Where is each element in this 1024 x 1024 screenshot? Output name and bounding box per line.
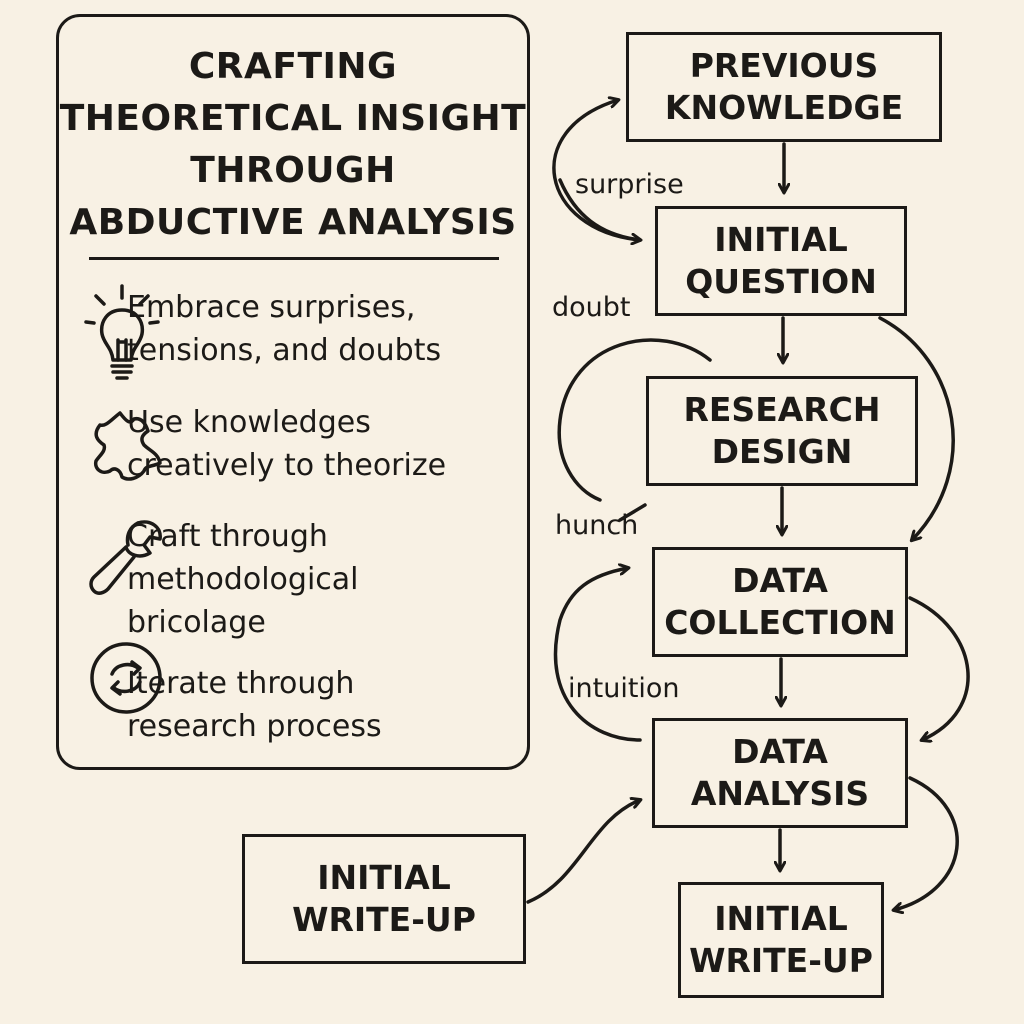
side-box-label: INITIAL: [317, 858, 451, 897]
principle-text: methodological: [127, 562, 359, 597]
step-label: KNOWLEDGE: [664, 88, 904, 127]
principle-text: Craft through: [127, 519, 328, 554]
step-label: INITIAL: [714, 899, 848, 938]
principles-panel: CRAFTING THEORETICAL INSIGHT THROUGH ABD…: [56, 14, 530, 770]
cue-intuition: intuition: [568, 673, 680, 704]
wrench-icon: [89, 520, 162, 595]
cue-surprise: surprise: [575, 169, 684, 200]
arrow-hunch-loop: [553, 568, 642, 742]
side-box-label: WRITE-UP: [292, 900, 476, 939]
step-label: QUESTION: [685, 262, 877, 301]
cycle-arrows-icon: [90, 642, 162, 714]
principle-text: Iterate through: [127, 666, 355, 701]
title-line: ABDUCTIVE ANALYSIS: [69, 202, 517, 243]
arrow-side-writeup-to-analysis: [526, 800, 640, 904]
panel-title: CRAFTING THEORETICAL INSIGHT THROUGH ABD…: [59, 41, 527, 249]
step-label: DESIGN: [711, 432, 853, 471]
step-label: ANALYSIS: [690, 774, 870, 813]
principle-text: Embrace surprises,: [127, 290, 416, 325]
principle-text: tensions, and doubts: [127, 333, 442, 368]
principle-text: research process: [127, 709, 382, 744]
step-initial-write-up: INITIAL WRITE-UP: [678, 882, 884, 998]
arrow-collection-to-analysis-arc: [908, 596, 970, 740]
principle-iterate: Iterate through research process: [127, 662, 467, 748]
principle-text: Use knowledges: [127, 405, 371, 440]
principle-methodological-bricolage: Craft through methodological bricolage: [127, 515, 467, 644]
puzzle-icon: [93, 411, 162, 481]
step-label: PREVIOUS: [689, 46, 879, 85]
step-label: DATA: [732, 561, 828, 600]
title-line: THEORETICAL INSIGHT: [59, 98, 527, 139]
principle-use-knowledges: Use knowledges creatively to theorize: [127, 401, 467, 487]
title-divider: [89, 257, 499, 260]
principle-embrace-surprises: Embrace surprises, tensions, and doubts: [127, 286, 467, 372]
step-label: RESEARCH: [683, 390, 881, 429]
step-label: INITIAL: [714, 220, 848, 259]
step-label: DATA: [732, 732, 828, 771]
principle-text: creatively to theorize: [127, 448, 447, 483]
cue-doubt: doubt: [552, 292, 631, 323]
step-label: WRITE-UP: [689, 941, 873, 980]
step-previous-knowledge: PREVIOUS KNOWLEDGE: [626, 32, 942, 142]
title-line: THROUGH: [190, 150, 396, 191]
step-initial-question: INITIAL QUESTION: [655, 206, 907, 316]
title-line: CRAFTING: [188, 46, 398, 87]
principle-text: bricolage: [127, 605, 266, 640]
cue-hunch: hunch: [555, 510, 639, 541]
step-data-analysis: DATA ANALYSIS: [652, 718, 908, 828]
step-research-design: RESEARCH DESIGN: [646, 376, 918, 486]
side-initial-write-up: INITIAL WRITE-UP: [242, 834, 526, 964]
lightbulb-icon: [84, 284, 160, 380]
step-label: COLLECTION: [664, 603, 896, 642]
step-data-collection: DATA COLLECTION: [652, 547, 908, 657]
